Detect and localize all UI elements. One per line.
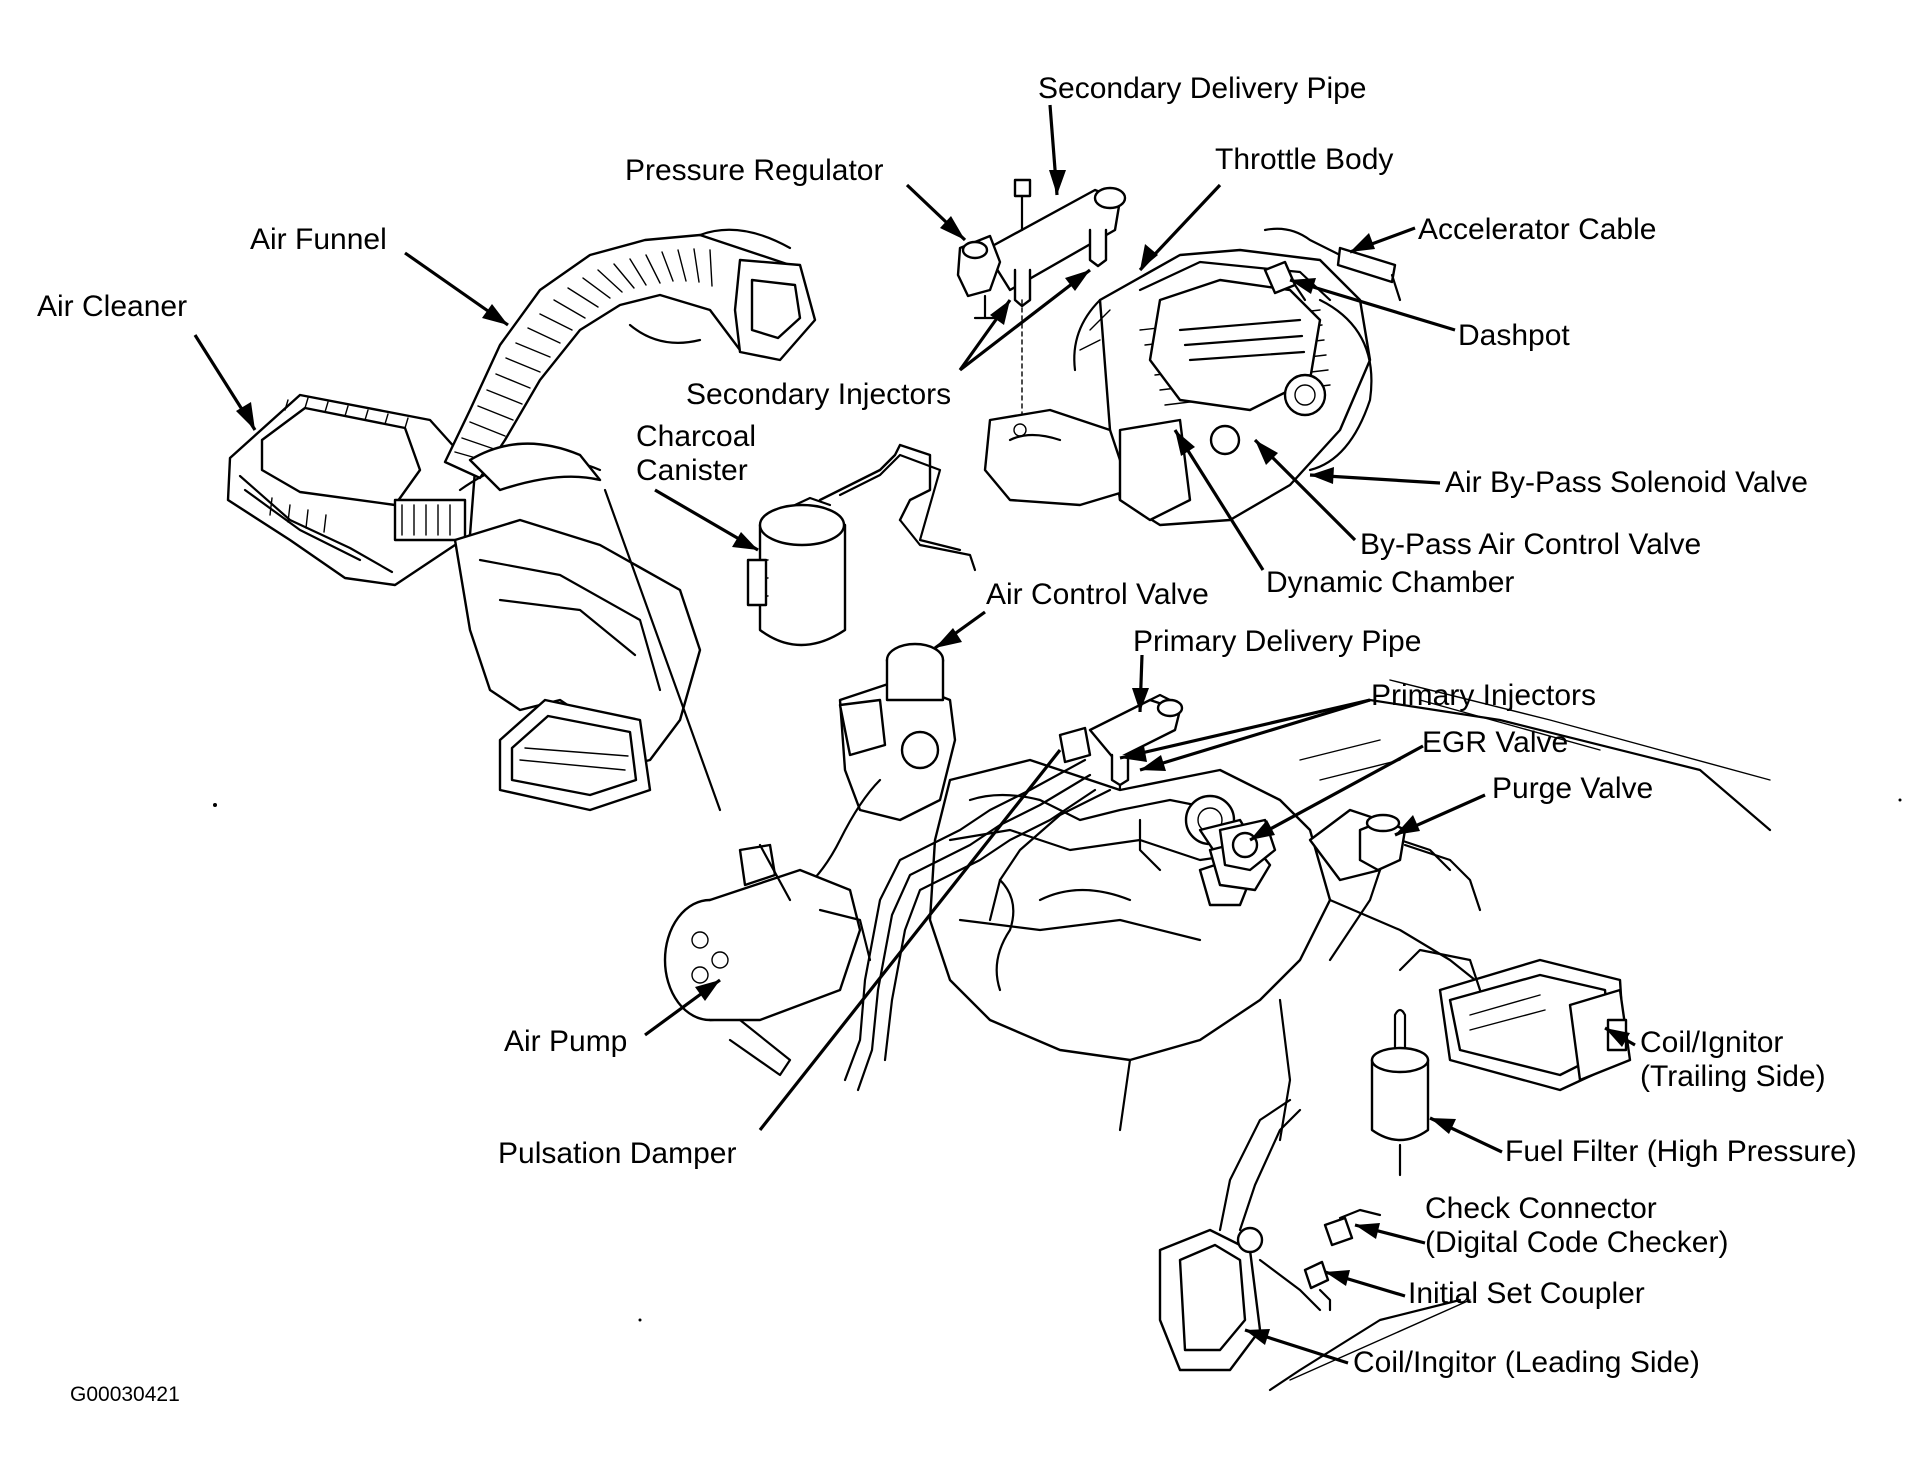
figure-id: G00030421 (70, 1383, 180, 1406)
fuel-filter-drawing (1370, 1008, 1430, 1177)
label-initial-set-coupler: Initial Set Coupler (1408, 1277, 1645, 1310)
label-accelerator-cable: Accelerator Cable (1418, 213, 1657, 246)
label-charcoal-canister: Charcoal Canister (636, 420, 757, 487)
label-dynamic-chamber: Dynamic Chamber (1266, 566, 1515, 599)
label-secondary-injectors: Secondary Injectors (686, 378, 952, 411)
air-funnel-drawing (443, 228, 817, 480)
label-bypass-air-control-valve: By-Pass Air Control Valve (1360, 528, 1702, 561)
leader-arrowheads (236, 170, 1630, 1345)
label-air-cleaner: Air Cleaner (37, 290, 188, 323)
scan-speck (1898, 798, 1902, 802)
charcoal-canister-drawing (746, 443, 977, 647)
coil-ignitor-leading-drawing (1158, 1098, 1471, 1392)
leader-dashpot (1289, 278, 1456, 332)
label-pulsation-damper: Pulsation Damper (498, 1137, 737, 1170)
label-air-bypass-solenoid-valve: Air By-Pass Solenoid Valve (1445, 466, 1808, 499)
label-primary-delivery-pipe: Primary Delivery Pipe (1133, 625, 1422, 658)
scan-speck (638, 1318, 642, 1322)
leader-pulsation-damper (758, 749, 1062, 1131)
intake-duct-drawing (453, 442, 722, 812)
leader-dynamic-chamber (1173, 429, 1265, 571)
label-throttle-body: Throttle Body (1215, 143, 1394, 176)
label-coil-ingitor-leading-side: Coil/Ingitor (Leading Side) (1353, 1346, 1700, 1379)
label-air-control-valve: Air Control Valve (986, 578, 1209, 611)
scan-speck (213, 803, 217, 807)
label-primary-injectors: Primary Injectors (1371, 679, 1597, 712)
purge-valve-drawing (1328, 813, 1482, 962)
label-check-connector: Check Connector (Digital Code Checker) (1425, 1192, 1729, 1259)
leader-primary-injectors-2 (1139, 698, 1371, 772)
label-purge-valve: Purge Valve (1492, 772, 1654, 805)
dashpot-drawing (1263, 227, 1402, 302)
label-coil-ignitor-trailing-side: Coil/Ignitor (Trailing Side) (1640, 1026, 1826, 1093)
leader-secondary-injectors-2 (959, 268, 1091, 372)
coil-ignitor-trailing-drawing (1398, 948, 1632, 1092)
label-fuel-filter-high-pressure: Fuel Filter (High Pressure) (1505, 1135, 1857, 1168)
label-air-pump: Air Pump (504, 1025, 628, 1058)
air-cleaner-drawing (226, 393, 477, 587)
primary-delivery-pipe-drawing (1058, 693, 1184, 872)
air-pump-drawing (663, 843, 872, 1077)
air-control-valve-drawing (788, 642, 957, 902)
label-secondary-delivery-pipe: Secondary Delivery Pipe (1038, 72, 1367, 105)
label-air-funnel: Air Funnel (250, 223, 387, 256)
leader-egr-valve (1249, 744, 1424, 842)
label-egr-valve: EGR Valve (1422, 726, 1569, 759)
leader-primary-injectors-1 (1119, 698, 1371, 760)
label-pressure-regulator: Pressure Regulator (625, 154, 884, 187)
throttle-body-drawing (983, 248, 1373, 527)
label-dashpot: Dashpot (1458, 319, 1570, 352)
secondary-delivery-pipe-drawing (956, 178, 1127, 421)
